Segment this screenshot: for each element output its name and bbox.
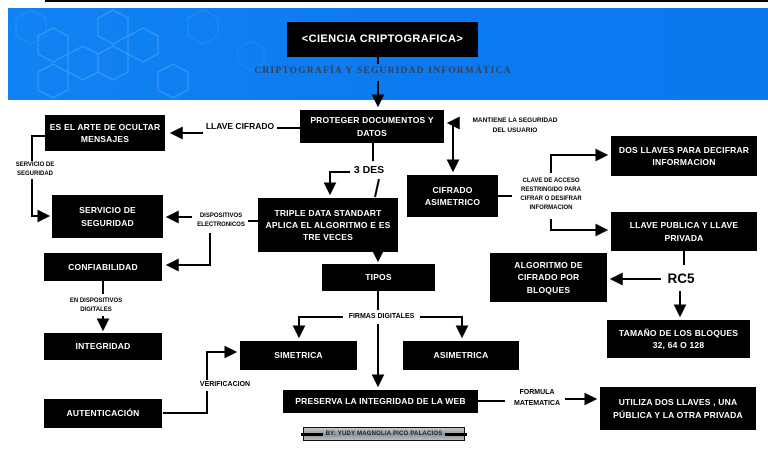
node-cifrado-asimetrico: CIFRADO ASIMETRICO xyxy=(407,175,498,217)
node-servicio-seguridad: SERVICIO DE SEGURIDAD xyxy=(52,195,163,238)
label-dispositivos-electronicos: DISPOSITIVOS ELECTRONICOS xyxy=(194,212,248,230)
node-proteger-documentos: PROTEGER DOCUMENTOS Y DATOS xyxy=(300,110,444,143)
node-tipos: TIPOS xyxy=(322,264,435,291)
node-tamano-bloques: TAMAÑO DE LOS BLOQUES 32, 64 O 128 xyxy=(607,320,750,358)
node-confiabilidad: CONFIABILIDAD xyxy=(44,253,162,281)
credit-text: BY: YUDY MAGNOLIA PICO PALACIOS xyxy=(325,431,443,437)
node-es-el-arte: ES EL ARTE DE OCULTAR MENSAJES xyxy=(45,115,165,151)
node-preserva-integridad: PRESERVA LA INTEGRIDAD DE LA WEB xyxy=(283,390,478,413)
page-subtitle: CRIPTOGRAFÍA Y SEGURIDAD INFORMÁTICA xyxy=(254,66,512,76)
node-simetrica: SIMETRICA xyxy=(240,341,357,370)
node-algoritmo-bloques: ALGORITMO DE CIFRADO POR BLOQUES xyxy=(490,253,607,302)
node-utiliza-dos-llaves: UTILIZA DOS LLAVES , UNA PÚBLICA Y LA OT… xyxy=(600,387,756,430)
node-autenticacion: AUTENTICACIÓN xyxy=(44,399,162,428)
label-servicio-seguridad-small: SERVICIO DE SEGURIDAD xyxy=(12,161,58,179)
label-en-dispositivos-digitales: EN DISPOSITIVOS DIGITALES xyxy=(67,297,125,315)
node-dos-llaves: DOS LLAVES PARA DECIFRAR INFORMACION xyxy=(611,136,757,176)
credit-banner: BY: YUDY MAGNOLIA PICO PALACIOS xyxy=(300,427,468,441)
node-title: <CIENCIA CRIPTOGRAFICA> xyxy=(287,22,478,57)
label-clave-acceso: CLAVE DE ACCESO RESTRINGIDO PARA CIFRAR … xyxy=(518,177,584,213)
node-asimetrica: ASIMETRICA xyxy=(403,341,519,370)
label-llave-cifrado: LLAVE CIFRADO xyxy=(204,120,276,133)
node-llave-publica: LLAVE PUBLICA Y LLAVE PRIVADA xyxy=(611,212,757,251)
top-border-line xyxy=(45,0,768,2)
credit-right-line xyxy=(445,432,468,436)
node-triple-data: TRIPLE DATA STANDART APLICA EL ALGORITMO… xyxy=(258,198,398,252)
label-mantiene-seguridad: MANTIENE LA SEGURIDAD DEL USUARIO xyxy=(468,116,562,136)
label-rc5: RC5 xyxy=(663,269,699,290)
credit-left-line xyxy=(300,432,323,436)
label-firmas-digitales: FIRMAS DIGITALES xyxy=(345,312,418,323)
label-formula-matematica: FORMULA MATEMATICA xyxy=(509,388,565,409)
label-verificacion: VERIFICACION xyxy=(197,380,253,391)
hexagon-decoration xyxy=(15,9,265,99)
node-integridad: INTEGRIDAD xyxy=(44,333,162,360)
label-3des: 3 DES xyxy=(351,163,387,179)
